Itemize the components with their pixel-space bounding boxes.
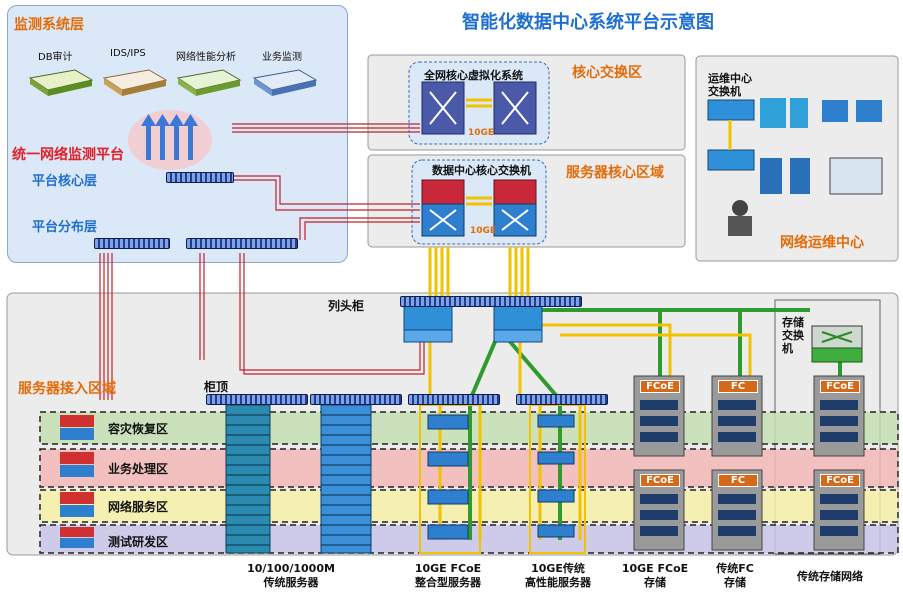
access-region-label: 服务器接入区域 bbox=[18, 381, 116, 397]
fcoe-tag-3: FCoE bbox=[820, 380, 860, 393]
cabinet-top-label: 柜顶 bbox=[204, 380, 229, 394]
db-audit-appliance-icon bbox=[28, 69, 94, 96]
tool-label-network-perf: 网络性能分析 bbox=[176, 52, 236, 63]
core-region-label: 核心交换区 bbox=[572, 65, 642, 81]
fc-tag-2: FC bbox=[718, 474, 758, 487]
server-rack-units bbox=[226, 414, 371, 546]
tool-label-db-audit: DB审计 bbox=[38, 52, 73, 63]
tool-label-business-monitor: 业务监测 bbox=[262, 52, 302, 63]
column-head-label: 列头柜 bbox=[328, 299, 365, 313]
column-head-switch-icon bbox=[403, 305, 543, 343]
zone-label-disaster-recovery: 容灾恢复区 bbox=[108, 422, 169, 436]
caption-hpc-servers: 10GE传统 高性能服务器 bbox=[525, 562, 591, 589]
core-virtual-switch-icon bbox=[421, 81, 537, 135]
caption-fc-storage: 传统FC 存储 bbox=[716, 562, 754, 589]
zone-label-network-service: 网络服务区 bbox=[108, 500, 169, 514]
fc-tag-1: FC bbox=[718, 380, 758, 393]
blade-server-icons bbox=[427, 414, 575, 540]
dist-layer-label: 平台分布层 bbox=[32, 220, 98, 235]
ops-center-devices-icon bbox=[707, 98, 883, 236]
core-system-label: 全网核心虚拟化系统 bbox=[424, 69, 523, 82]
column-head-bar-icon bbox=[400, 296, 582, 307]
fcoe-tag-4: FCoE bbox=[820, 474, 860, 487]
core-layer-label: 平台核心层 bbox=[32, 174, 98, 189]
core-links bbox=[428, 98, 530, 298]
ops-region-label: 网络运维中心 bbox=[780, 235, 864, 251]
cabinet-top-switch-3-icon bbox=[408, 394, 500, 405]
core-link-label: 10GE bbox=[468, 128, 495, 138]
fcoe-tag-1: FCoE bbox=[640, 380, 680, 393]
cabinet-top-switch-1-icon bbox=[206, 394, 308, 405]
platform-dist-switch-left-icon bbox=[94, 238, 170, 249]
zone-label-test-dev: 测试研发区 bbox=[108, 535, 169, 549]
caption-fcoe-servers: 10GE FCoE 整合型服务器 bbox=[414, 562, 482, 589]
caption-fcoe-storage: 10GE FCoE 存储 bbox=[621, 562, 689, 589]
cabinet-top-switch-4-icon bbox=[516, 394, 608, 405]
network-perf-appliance-icon bbox=[176, 69, 242, 96]
ops-switch-label: 运维中心交换机 bbox=[708, 72, 752, 98]
server-rack-icon bbox=[225, 404, 586, 554]
dc-core-switch-icon bbox=[421, 179, 537, 237]
storage-disk-icons bbox=[640, 400, 858, 536]
caption-storage-network: 传统存储网络 bbox=[797, 570, 863, 583]
monitor-arrows-icon bbox=[141, 114, 198, 160]
server-core-region-label: 服务器核心区域 bbox=[566, 165, 664, 181]
storage-switch-label: 存储交换机 bbox=[782, 316, 804, 355]
cabinet-top-switch-2-icon bbox=[310, 394, 402, 405]
tool-label-ids-ips: IDS/IPS bbox=[110, 48, 146, 59]
zone-label-business: 业务处理区 bbox=[108, 462, 169, 476]
caption-traditional-servers: 10/100/1000M 传统服务器 bbox=[247, 562, 335, 589]
dc-core-switch-label: 数据中心核心交换机 bbox=[432, 164, 531, 177]
platform-dist-switch-right-icon bbox=[186, 238, 298, 249]
storage-switch-icon bbox=[811, 325, 863, 363]
zone-firewall-icons bbox=[60, 415, 94, 548]
platform-label: 统一网络监测平台 bbox=[12, 147, 124, 163]
platform-core-switch-icon bbox=[166, 172, 234, 183]
diagram-title: 智能化数据中心系统平台示意图 bbox=[462, 12, 714, 33]
business-monitor-appliance-icon bbox=[252, 69, 318, 96]
ids-ips-appliance-icon bbox=[102, 69, 168, 96]
fcoe-tag-2: FCoE bbox=[640, 474, 680, 487]
monitor-glow bbox=[128, 110, 212, 170]
monitor-region-label: 监测系统层 bbox=[14, 17, 84, 33]
server-core-link-label: 10GE bbox=[470, 226, 497, 236]
